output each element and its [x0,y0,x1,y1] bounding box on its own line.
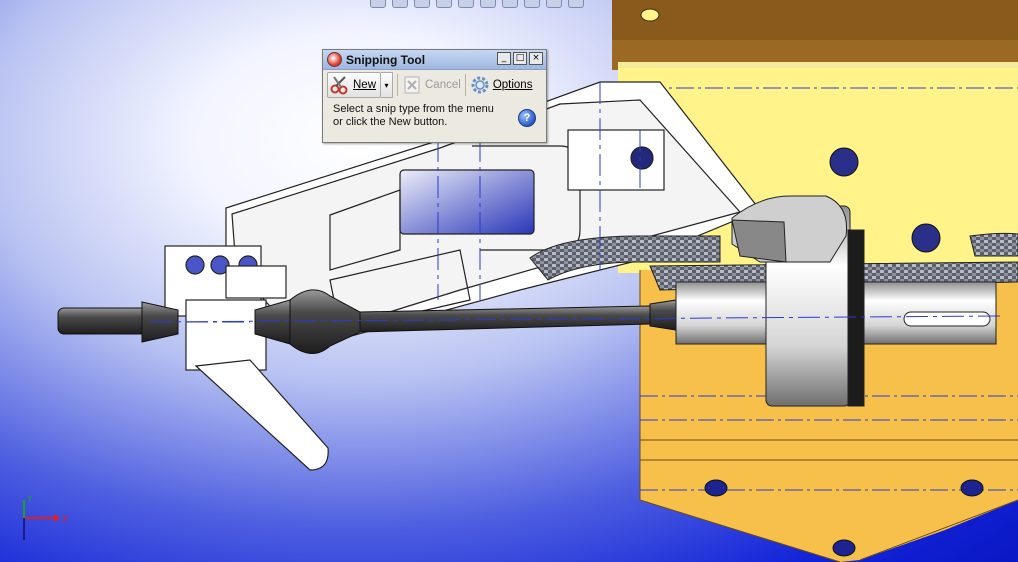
centerlines [149,82,1001,323]
snipping-tool-window[interactable]: Snipping Tool _ □ × New ▾ [322,49,547,143]
maximize-button[interactable]: □ [513,52,527,65]
minimize-button[interactable]: _ [497,52,511,65]
scene-icon[interactable] [546,0,562,8]
window-title: Snipping Tool [346,52,426,67]
new-button[interactable]: New [327,72,381,98]
window-controls: _ □ × [497,52,543,65]
snipping-tool-app-icon [327,52,342,67]
zoom-area-icon[interactable] [392,0,408,8]
title-bar[interactable]: Snipping Tool _ □ × [323,50,546,70]
scissors-icon [330,75,350,95]
instruction-line-1: Select a snip type from the menu [333,103,494,115]
zoom-icon[interactable] [370,0,386,8]
instruction-line-2: or click the New button. [333,116,448,128]
x-axis-label: X [62,515,68,525]
spool [675,195,997,407]
options-button[interactable]: Options [470,75,533,95]
rotate-icon[interactable] [414,0,430,8]
appearance-icon[interactable] [524,0,540,8]
x-axis-arrow-icon [54,514,60,522]
help-icon[interactable]: ? [518,109,536,127]
display-icon[interactable] [480,0,496,8]
options-gear-icon [470,75,490,95]
close-button[interactable]: × [529,52,543,65]
suspension-bracket [164,81,761,471]
section-icon[interactable] [458,0,474,8]
new-dropdown-button[interactable]: ▾ [381,72,393,98]
options-label: Options [492,79,533,91]
drive-shaft [57,289,677,354]
hide-icon[interactable] [502,0,518,8]
snip-toolbar: New ▾ Cancel Options [323,70,546,100]
toolbar-separator [397,74,398,96]
display-manager-icon[interactable] [568,0,584,8]
cancel-icon [402,75,422,95]
y-axis-label: Y [26,495,33,505]
cancel-button[interactable]: Cancel [402,75,461,95]
toolbar-separator [464,74,466,96]
instruction-text: Select a snip type from the menu or clic… [323,100,503,129]
axis-triad: X Y [23,495,68,540]
cancel-label: Cancel [425,79,461,91]
new-label: New [353,79,377,91]
cad-toolbar [370,0,584,10]
view-icon[interactable] [436,0,452,8]
